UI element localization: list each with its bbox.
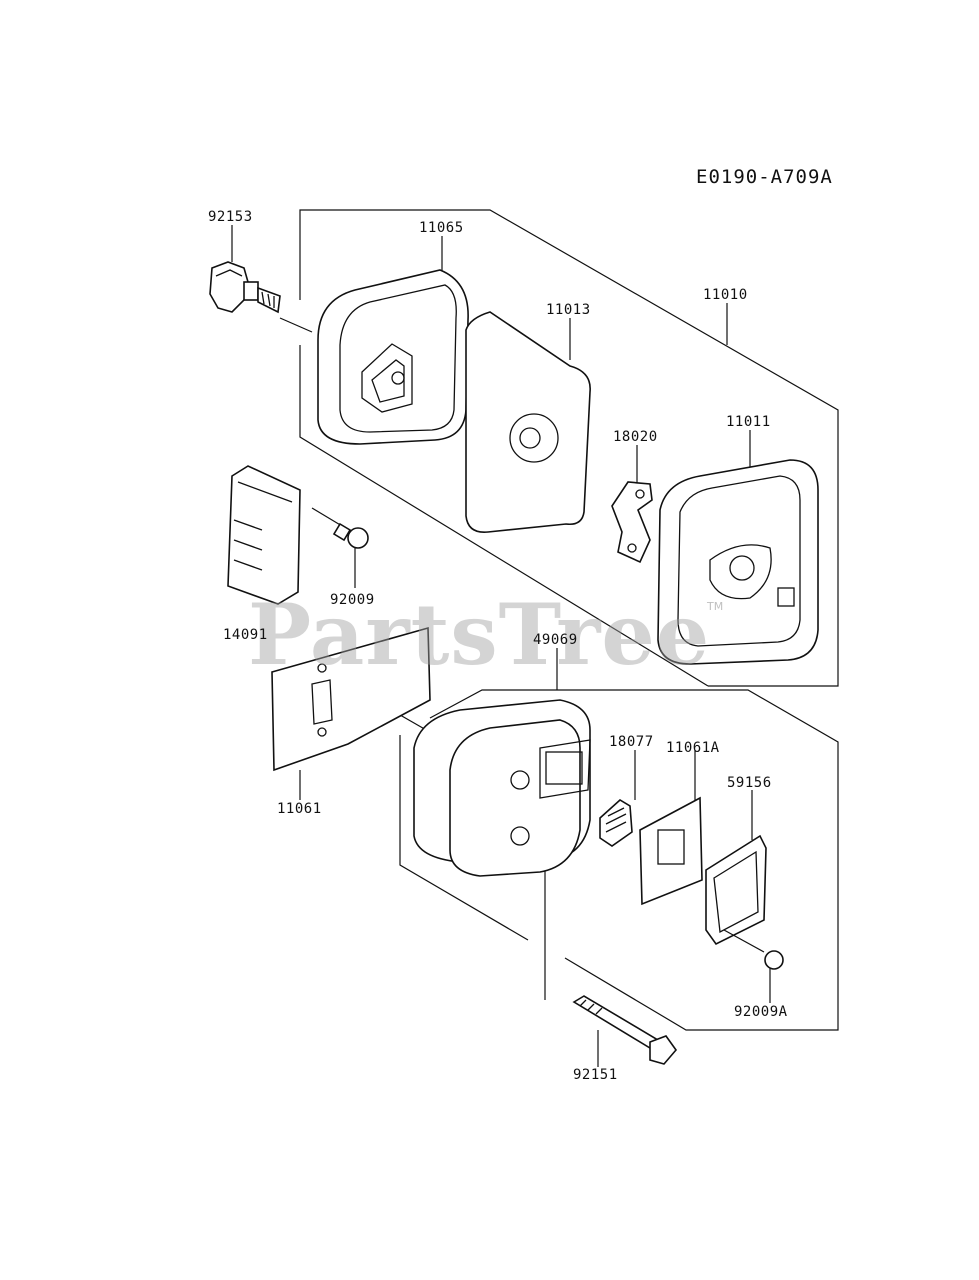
label-11013: 11013 xyxy=(546,302,591,318)
part-92151-bolt xyxy=(572,995,678,1065)
part-92153-knob xyxy=(209,261,281,314)
part-11013-filter xyxy=(465,311,591,533)
trademark-mark: TM xyxy=(707,600,724,613)
part-18077-screen xyxy=(599,799,633,847)
part-92009A-bolt xyxy=(723,929,784,970)
label-18020: 18020 xyxy=(613,429,658,445)
part-11061-gasket xyxy=(271,626,431,772)
label-11010: 11010 xyxy=(703,287,748,303)
part-11065-cleaner-case xyxy=(317,269,469,445)
part-14091-cover xyxy=(227,465,301,605)
assembly-outline-49069 xyxy=(399,689,839,1031)
label-11061A: 11061A xyxy=(666,740,720,756)
partstree-watermark: PartsTree xyxy=(248,585,711,684)
part-11011-base xyxy=(657,459,819,665)
label-14091: 14091 xyxy=(223,627,268,643)
label-92153: 92153 xyxy=(208,209,253,225)
part-18020-bracket xyxy=(611,481,653,564)
diagram-code: E0190-A709A xyxy=(696,166,833,188)
assembly-outline-11010 xyxy=(299,209,839,687)
label-59156: 59156 xyxy=(727,775,772,791)
label-92009A: 92009A xyxy=(734,1004,788,1020)
label-92151: 92151 xyxy=(573,1067,618,1083)
label-11061: 11061 xyxy=(277,801,322,817)
part-59156-guard xyxy=(705,834,767,946)
label-92009: 92009 xyxy=(330,592,375,608)
label-11011: 11011 xyxy=(726,414,771,430)
part-49069-muffler xyxy=(413,699,591,877)
label-18077: 18077 xyxy=(609,734,654,750)
part-92009-screw xyxy=(311,507,369,549)
label-11065: 11065 xyxy=(419,220,464,236)
label-49069: 49069 xyxy=(533,632,578,648)
part-11061A-gasket xyxy=(639,796,703,906)
